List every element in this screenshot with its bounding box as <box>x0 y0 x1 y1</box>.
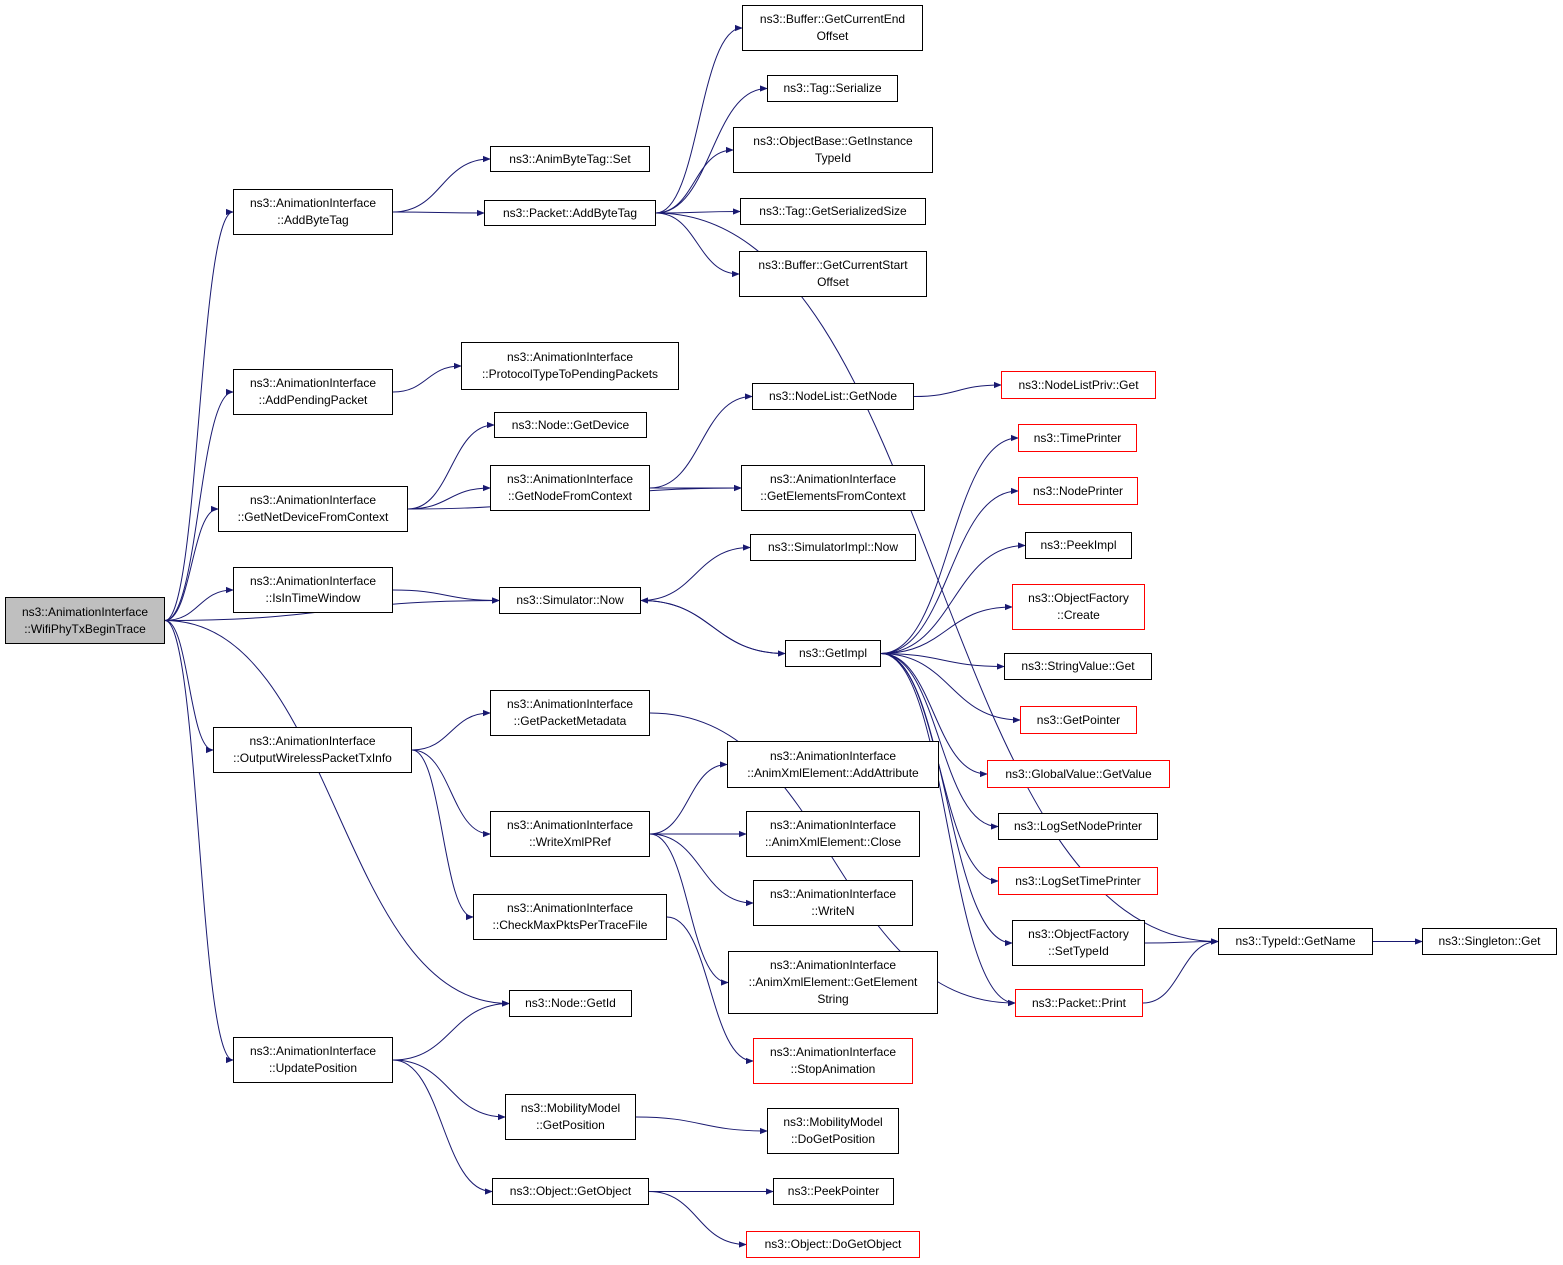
edge-wifi-to-isintime <box>164 586 234 621</box>
node-log-set-time-printer[interactable]: ns3::LogSetTimePrinter <box>998 867 1158 895</box>
edge-simnow-to-simimplnow <box>640 544 751 601</box>
node-get-elements-from-context[interactable]: ns3::AnimationInterface ::GetElementsFro… <box>741 465 925 511</box>
node-add-pending-packet[interactable]: ns3::AnimationInterface ::AddPendingPack… <box>233 369 393 415</box>
edge-getimpl-to-simnow <box>640 597 786 654</box>
node-get-net-device-from-context[interactable]: ns3::AnimationInterface ::GetNetDeviceFr… <box>218 486 408 532</box>
edge-addbytetag-to-pktaddbytetag <box>392 209 485 217</box>
node-global-value-get-value[interactable]: ns3::GlobalValue::GetValue <box>987 760 1170 788</box>
edge-updatepos-to-nodegetid <box>392 1000 510 1061</box>
edge-writexmlpref-to-addattribute <box>649 761 728 835</box>
edge-getposition-to-dogetposition <box>635 1116 768 1135</box>
edge-isintime-to-simnow <box>392 589 500 604</box>
node-wifi-phy-tx-begin-trace: ns3::AnimationInterface ::WifiPhyTxBegin… <box>5 597 165 644</box>
node-check-max-pkts-per-trace-file[interactable]: ns3::AnimationInterface ::CheckMaxPktsPe… <box>473 894 667 940</box>
node-anim-xml-element-add-attribute[interactable]: ns3::AnimationInterface ::AnimXmlElement… <box>727 741 939 788</box>
node-get-packet-metadata[interactable]: ns3::AnimationInterface ::GetPacketMetad… <box>490 690 650 736</box>
edge-writexmlpref-to-writen <box>649 833 754 907</box>
edge-checkmax-to-stopanim <box>666 916 754 1065</box>
node-object-factory-create[interactable]: ns3::ObjectFactory ::Create <box>1012 584 1145 630</box>
node-object-base-get-instance-type-id[interactable]: ns3::ObjectBase::GetInstance TypeId <box>733 127 933 173</box>
edge-getimpl-to-peekimpl <box>880 542 1026 654</box>
edge-getimpl-to-objfactcreate <box>880 603 1013 654</box>
node-write-n[interactable]: ns3::AnimationInterface ::WriteN <box>753 880 913 926</box>
edge-getnodefromctx-to-nodelistgetnode <box>649 393 753 489</box>
edge-writexmlpref-to-getelemstring <box>649 833 729 986</box>
edge-addbytetag-to-animbytetagset <box>392 155 491 213</box>
node-get-pointer[interactable]: ns3::GetPointer <box>1020 706 1137 734</box>
edge-getimpl-to-stringvalueget <box>880 653 1005 670</box>
edge-getnetdev-to-nodegetdevice <box>407 421 495 510</box>
node-write-xml-pref[interactable]: ns3::AnimationInterface ::WriteXmlPRef <box>490 811 650 857</box>
node-tag-serialize[interactable]: ns3::Tag::Serialize <box>767 75 898 102</box>
edge-getimpl-to-logsetnode <box>880 653 999 830</box>
edge-wifi-to-nodegetid <box>164 620 510 1007</box>
node-anim-byte-tag-set[interactable]: ns3::AnimByteTag::Set <box>490 146 650 172</box>
node-packet-print[interactable]: ns3::Packet::Print <box>1015 989 1143 1017</box>
edge-pktaddbytetag-to-tagsersize <box>655 208 741 215</box>
node-mobility-do-get-position[interactable]: ns3::MobilityModel ::DoGetPosition <box>767 1108 899 1154</box>
edge-packetprint-to-typeidgetname <box>1142 938 1219 1004</box>
node-anim-xml-element-get-element-string[interactable]: ns3::AnimationInterface ::AnimXmlElement… <box>728 951 938 1014</box>
node-simulator-now[interactable]: ns3::Simulator::Now <box>499 587 641 614</box>
node-peek-pointer[interactable]: ns3::PeekPointer <box>773 1178 894 1205</box>
edge-pktaddbytetag-to-bufstartoffset <box>655 212 740 278</box>
node-add-byte-tag[interactable]: ns3::AnimationInterface ::AddByteTag <box>233 189 393 235</box>
edge-wifi-to-updatepos <box>164 620 234 1064</box>
node-object-do-get-object[interactable]: ns3::Object::DoGetObject <box>746 1231 920 1258</box>
node-buffer-get-current-start-offset[interactable]: ns3::Buffer::GetCurrentStart Offset <box>739 251 927 297</box>
node-peek-impl[interactable]: ns3::PeekImpl <box>1025 532 1132 559</box>
edge-wifi-to-addbytetag <box>164 208 234 621</box>
node-node-get-id[interactable]: ns3::Node::GetId <box>509 990 632 1017</box>
edge-getimpl-to-timeprinter <box>880 434 1019 654</box>
node-node-printer[interactable]: ns3::NodePrinter <box>1018 477 1138 505</box>
node-simulator-impl-now[interactable]: ns3::SimulatorImpl::Now <box>750 534 916 561</box>
edge-pktaddbytetag-to-objbasegetid <box>655 146 734 214</box>
edge-objfactsettype-to-typeidgetname <box>1144 938 1219 945</box>
node-stop-animation[interactable]: ns3::AnimationInterface ::StopAnimation <box>753 1038 913 1084</box>
node-type-id-get-name[interactable]: ns3::TypeId::GetName <box>1218 928 1373 955</box>
node-node-list-get-node[interactable]: ns3::NodeList::GetNode <box>752 383 914 410</box>
node-object-factory-set-type-id[interactable]: ns3::ObjectFactory ::SetTypeId <box>1012 920 1145 966</box>
edge-outputwifi-to-writexmlpref <box>411 749 491 838</box>
edge-getimpl-to-nodeprinter <box>880 487 1019 654</box>
edge-nodelistgetnode-to-nodelistprivget <box>913 381 1002 397</box>
edge-getimpl-to-objfactsettype <box>880 653 1013 947</box>
node-tag-get-serialized-size[interactable]: ns3::Tag::GetSerializedSize <box>740 198 926 225</box>
edge-updatepos-to-getposition <box>392 1059 506 1121</box>
node-buffer-get-current-end-offset[interactable]: ns3::Buffer::GetCurrentEnd Offset <box>742 5 923 51</box>
edge-getobject-to-dogetobject <box>648 1191 747 1248</box>
edge-addpending-to-protocoltype <box>392 362 462 393</box>
edge-wifi-to-outputwifi <box>164 620 214 754</box>
edge-getimpl-to-getpointer <box>880 653 1021 724</box>
node-get-impl[interactable]: ns3::GetImpl <box>785 640 881 667</box>
edge-wifi-to-addpending <box>164 388 234 621</box>
edge-getpktmeta-to-packetprint <box>649 712 1016 1007</box>
node-packet-add-byte-tag[interactable]: ns3::Packet::AddByteTag <box>484 200 656 226</box>
node-log-set-node-printer[interactable]: ns3::LogSetNodePrinter <box>998 813 1158 840</box>
node-get-node-from-context[interactable]: ns3::AnimationInterface ::GetNodeFromCon… <box>490 465 650 511</box>
edge-outputwifi-to-getpktmeta <box>411 709 491 751</box>
node-mobility-get-position[interactable]: ns3::MobilityModel ::GetPosition <box>505 1094 636 1140</box>
node-output-wireless-packet-tx-info[interactable]: ns3::AnimationInterface ::OutputWireless… <box>213 727 412 773</box>
node-string-value-get[interactable]: ns3::StringValue::Get <box>1004 653 1152 680</box>
node-time-printer[interactable]: ns3::TimePrinter <box>1018 424 1137 452</box>
edge-wifi-to-getnetdev <box>164 505 219 621</box>
edge-getimpl-to-globalvalue <box>880 653 988 778</box>
node-node-get-device[interactable]: ns3::Node::GetDevice <box>494 412 647 438</box>
node-object-get-object[interactable]: ns3::Object::GetObject <box>492 1178 649 1205</box>
node-node-list-priv-get[interactable]: ns3::NodeListPriv::Get <box>1001 371 1156 399</box>
edge-pktaddbytetag-to-tagserialize <box>655 85 768 214</box>
edge-getimpl-to-packetprint <box>880 653 1016 1007</box>
node-protocol-type-to-pending-packets[interactable]: ns3::AnimationInterface ::ProtocolTypeTo… <box>461 342 679 390</box>
edge-pktaddbytetag-to-bufendoffset <box>655 24 743 214</box>
node-is-in-time-window[interactable]: ns3::AnimationInterface ::IsInTimeWindow <box>233 567 393 613</box>
node-anim-xml-element-close[interactable]: ns3::AnimationInterface ::AnimXmlElement… <box>746 811 920 857</box>
node-update-position[interactable]: ns3::AnimationInterface ::UpdatePosition <box>233 1037 393 1083</box>
edge-outputwifi-to-checkmax <box>411 749 474 921</box>
node-singleton-get[interactable]: ns3::Singleton::Get <box>1422 928 1557 955</box>
edge-getnetdev-to-getnodefromctx <box>407 484 491 510</box>
edge-updatepos-to-getobject <box>392 1059 493 1195</box>
